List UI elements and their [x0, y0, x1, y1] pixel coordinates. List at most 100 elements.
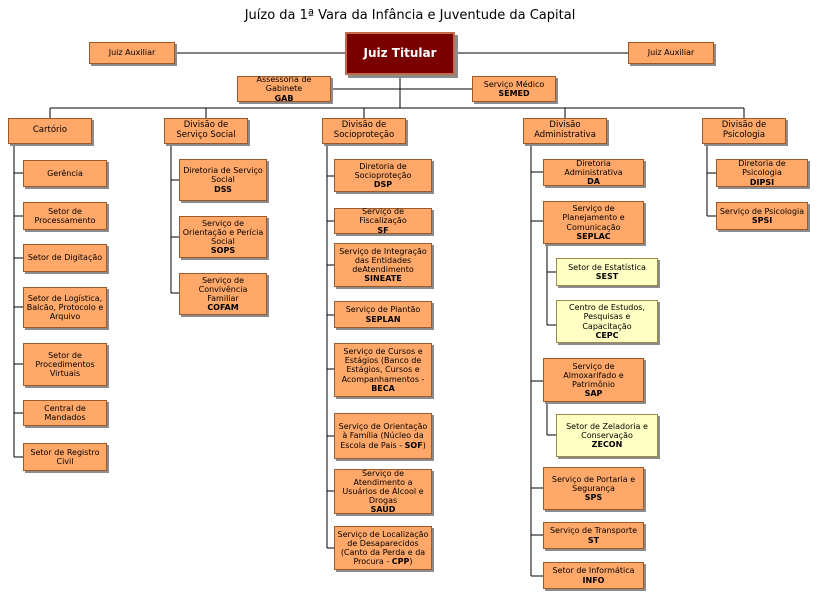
item-abbr: SOF	[404, 440, 423, 450]
division-psicologia-label: Divisão de Psicologia	[721, 120, 767, 140]
item-name: Serviço de Transporte	[549, 526, 638, 536]
administrativa-item-cepc: Centro de Estudos, Pesquisas e Capacitaç…	[556, 300, 658, 343]
item-abbr: ZECON	[591, 440, 623, 450]
item-abbr: SEPLAC	[576, 231, 611, 241]
division-socioprotecao-label: Divisão de Socioproteção	[333, 120, 395, 140]
item-abbr: BECA	[371, 383, 395, 393]
cartorio-item-registro-civil: Setor de Registro Civil	[23, 443, 107, 471]
item-abbr: SINEATE	[364, 274, 402, 284]
administrativa-item-sap: Serviço de Almoxarifado e Patrimônio SAP	[543, 358, 644, 402]
juiz-auxiliar-left-label: Juiz Auxiliar	[108, 48, 156, 58]
servico-medico-name: Serviço Médico	[483, 79, 545, 89]
administrativa-item-info: Setor de Informática INFO	[543, 562, 644, 589]
item-abbr: SPS	[584, 493, 603, 503]
socioprotecao-item-dsp: Diretoria de Socioproteção DSP	[334, 159, 432, 192]
item-abbr: COFAM	[207, 303, 239, 313]
socioprotecao-item-sof: Serviço de Orientação à Família (Núcleo …	[334, 413, 432, 459]
item-name: Serviço de Planejamento e Comunicação	[562, 204, 625, 232]
item-name: Serviço de Atendimento a Usuários de Álc…	[342, 468, 424, 506]
cartorio-item-label: Setor de Processamento	[34, 206, 96, 225]
item-abbr: INFO	[582, 575, 605, 585]
psicologia-item-spsi: Serviço de Psicologia SPSI	[716, 202, 808, 230]
item-name-text: Serviço de Orientação à Família (Núcleo …	[338, 422, 428, 450]
cartorio-item-logistica: Setor de Logística, Balcão, Protocolo e …	[23, 287, 107, 328]
division-servico-social-label: Divisão de Serviço Social	[176, 120, 236, 140]
juiz-auxiliar-right-label: Juiz Auxiliar	[647, 48, 695, 58]
item-abbr: SEST	[595, 272, 619, 281]
assessoria-abbr: GAB	[274, 93, 294, 103]
item-suffix: )	[422, 440, 426, 450]
administrativa-item-zecon: Setor de Zeladoria e Conservação ZECON	[556, 414, 658, 457]
chart-title: Juízo da 1ª Vara da Infância e Juventude…	[244, 8, 576, 23]
cartorio-item-gerencia: Gerência	[23, 160, 107, 187]
item-name: Serviço de Orientação à Família (Núcleo …	[337, 422, 429, 450]
item-name: Serviço de Orientação e Perícia Social	[182, 218, 264, 246]
division-administrativa-label: Divisão Administrativa	[534, 120, 596, 140]
cartorio-item-processamento: Setor de Processamento	[23, 202, 107, 230]
item-abbr: SAP	[584, 389, 603, 399]
servico-social-item-sops: Serviço de Orientação e Perícia Social S…	[179, 216, 267, 258]
cartorio-item-digitacao: Setor de Digitação	[23, 244, 107, 272]
division-psicologia: Divisão de Psicologia	[702, 118, 786, 144]
item-name: Serviço de Portaria e Segurança	[551, 474, 636, 493]
servico-social-item-dss: Diretoria de Serviço Social DSS	[179, 159, 267, 201]
juiz-auxiliar-right-box: Juiz Auxiliar	[628, 42, 714, 64]
socioprotecao-item-beca: Serviço de Cursos e Estágios (Banco de E…	[334, 343, 432, 397]
assessoria-gabinete-box: Assessoria de Gabinete GAB	[237, 75, 331, 103]
item-name: Serviço de Convivência Familiar	[198, 275, 248, 303]
item-name: Setor de Zeladoria e Conservação	[566, 421, 648, 440]
cartorio-item-label: Gerência	[47, 168, 83, 178]
administrativa-item-sps: Serviço de Portaria e Segurança SPS	[543, 467, 644, 510]
socioprotecao-item-cpp: Serviço de Localização de Desaparecidos …	[334, 526, 432, 570]
item-name: Serviço de Integração das Entidades deAt…	[339, 246, 427, 274]
administrativa-item-seplac: Serviço de Planejamento e Comunicação SE…	[543, 201, 644, 244]
juiz-titular-box: Juiz Titular	[345, 32, 455, 75]
administrativa-item-sest: Setor de Estatística SEST	[556, 258, 658, 286]
item-abbr: CPP	[391, 557, 410, 567]
item-name: Setor de Informática	[552, 566, 635, 576]
administrativa-item-st: Serviço de Transporte ST	[543, 522, 644, 549]
item-abbr: DIPSI	[749, 177, 775, 187]
item-abbr: SAUD	[370, 505, 396, 515]
cartorio-item-label: Central de Mandados	[44, 403, 86, 422]
item-abbr: DA	[587, 177, 600, 187]
servico-medico-abbr: SEMED	[498, 89, 530, 98]
item-name: Diretoria Administrativa	[564, 158, 623, 177]
administrativa-item-da: Diretoria Administrativa DA	[543, 159, 644, 186]
item-suffix: )	[409, 557, 413, 567]
psicologia-item-dipsi: Diretoria de Psicologia DIPSI	[716, 159, 808, 187]
item-abbr: SEPLAN	[365, 314, 401, 324]
division-administrativa: Divisão Administrativa	[523, 118, 607, 144]
item-name: Serviço de Plantão	[345, 305, 421, 315]
item-name: Serviço de Fiscalização	[359, 207, 407, 226]
division-socioprotecao: Divisão de Socioproteção	[322, 118, 406, 144]
cartorio-item-central-mandados: Central de Mandados	[23, 400, 107, 426]
socioprotecao-item-saud: Serviço de Atendimento a Usuários de Álc…	[334, 469, 432, 514]
item-name: Setor de Estatística	[568, 262, 646, 272]
item-name: Serviço de Almoxarifado e Patrimônio	[563, 361, 624, 389]
cartorio-item-label: Setor de Digitação	[27, 253, 103, 263]
socioprotecao-item-sineate: Serviço de Integração das Entidades deAt…	[334, 243, 432, 287]
item-abbr: SOPS	[210, 246, 236, 256]
cartorio-item-procedimentos-virtuais: Setor de Procedimentos Virtuais	[23, 343, 107, 386]
servico-medico-box: Serviço Médico SEMED	[472, 76, 556, 102]
item-abbr: CEPC	[595, 330, 619, 340]
socioprotecao-item-seplan: Serviço de Plantão SEPLAN	[334, 301, 432, 328]
juiz-titular-label: Juiz Titular	[363, 45, 437, 60]
assessoria-name: Assessoria de Gabinete	[256, 75, 312, 94]
item-abbr: DSS	[214, 184, 232, 194]
cartorio-item-label: Setor de Logística, Balcão, Protocolo e …	[26, 293, 104, 322]
servico-social-item-cofam: Serviço de Convivência Familiar COFAM	[179, 273, 267, 315]
item-name: Diretoria de Serviço Social	[183, 166, 263, 185]
division-cartorio-label: Cartório	[32, 125, 68, 136]
division-cartorio: Cartório	[8, 118, 92, 144]
socioprotecao-item-sf: Serviço de Fiscalização SF	[334, 207, 432, 235]
item-name-text: Serviço de Localização de Desaparecidos …	[337, 529, 429, 567]
item-abbr: ST	[587, 535, 600, 545]
item-name: Diretoria de Socioproteção	[354, 161, 412, 180]
item-name: Diretoria de Psicologia	[738, 159, 786, 178]
item-name: Serviço de Cursos e Estágios (Banco de E…	[341, 347, 425, 384]
cartorio-item-label: Setor de Procedimentos Virtuais	[35, 350, 95, 379]
item-name: Centro de Estudos, Pesquisas e Capacitaç…	[569, 303, 645, 331]
